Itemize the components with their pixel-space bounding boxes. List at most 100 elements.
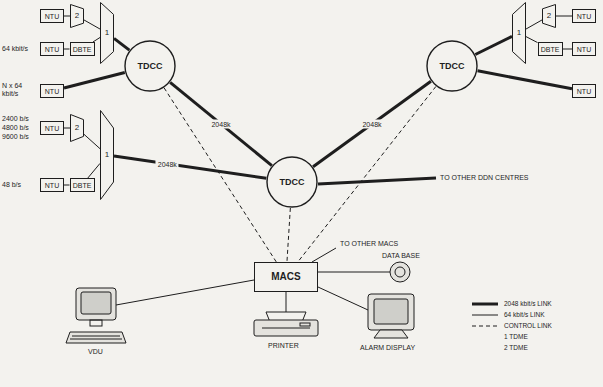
multiplexer: 1 xyxy=(100,2,114,64)
device-wire xyxy=(318,272,390,273)
legend-row: CONTROL LINK xyxy=(470,322,552,330)
link-rate-label: 2048k xyxy=(156,159,179,168)
node-label: TDCC xyxy=(280,178,305,187)
device-label: DATA BASE xyxy=(382,252,420,260)
node-label: MACS xyxy=(271,272,300,282)
legend-sample xyxy=(470,333,500,341)
ntu-box: NTU xyxy=(40,9,64,23)
trunk-link xyxy=(478,71,572,89)
trunk-link xyxy=(313,81,431,166)
link-rate-label: 2048k xyxy=(360,120,383,129)
data-link xyxy=(526,37,538,43)
device-label: VDU xyxy=(88,348,103,356)
ntu-box: NTU xyxy=(40,178,64,192)
node-label: NTU xyxy=(577,88,591,95)
node-label: NTU xyxy=(45,182,59,189)
exchange-circle: TDCC xyxy=(426,40,478,92)
data-link xyxy=(556,16,572,17)
legend-row: 2048 kbit/s LINK xyxy=(470,300,552,308)
node-label: 2 xyxy=(547,12,551,20)
destination-label: TO OTHER MACS xyxy=(340,240,398,248)
data-link xyxy=(526,20,542,29)
rate-label: 64 kbit/s xyxy=(2,45,28,53)
data-link xyxy=(84,134,100,148)
node-label: NTU xyxy=(45,88,59,95)
rate-label: 4800 b/s xyxy=(2,124,29,132)
ntu-box: NTU xyxy=(572,84,596,98)
legend-text: 64 kbit/s LINK xyxy=(504,312,544,319)
rate-label: 9600 b/s xyxy=(2,133,29,141)
trunk-link xyxy=(114,38,129,50)
multiplexer: 2 xyxy=(542,4,556,28)
trunk-link xyxy=(114,156,266,178)
ntu-box: NTU xyxy=(40,84,64,98)
node-label: 1 xyxy=(517,29,521,37)
trunk-link xyxy=(64,72,125,88)
node-label: NTU xyxy=(45,46,59,53)
node-label: DBTE xyxy=(541,46,560,53)
data-link xyxy=(84,20,100,29)
legend-text: CONTROL LINK xyxy=(504,323,552,330)
dbte-box: DBTE xyxy=(538,42,563,56)
data-link xyxy=(88,163,100,178)
control-link xyxy=(287,208,290,262)
node-label: 2 xyxy=(75,124,79,132)
device-wire xyxy=(116,280,254,305)
ntu-box: NTU xyxy=(572,9,596,23)
legend-sample xyxy=(470,300,500,308)
legend-text: 1 TDME xyxy=(504,334,528,341)
node-label: TDCC xyxy=(440,62,465,71)
device-label: PRINTER xyxy=(268,342,299,350)
dbte-box: DBTE xyxy=(70,178,95,192)
legend-sample xyxy=(470,344,500,352)
node-label: DBTE xyxy=(73,46,92,53)
ntu-box: NTU xyxy=(40,42,64,56)
alarm-display-device xyxy=(368,294,414,338)
node-label: 2 xyxy=(75,12,79,20)
node-label: NTU xyxy=(577,13,591,20)
multiplexer: 2 xyxy=(70,114,84,142)
trunk-line xyxy=(318,178,436,184)
node-label: DBTE xyxy=(73,182,92,189)
control-link xyxy=(164,88,276,262)
node-label: NTU xyxy=(45,13,59,20)
legend-sample xyxy=(470,322,500,330)
control-centre-box: MACS xyxy=(254,262,318,292)
legend-text: 2048 kbit/s LINK xyxy=(504,301,552,308)
node-label: TDCC xyxy=(138,62,163,71)
legend-row: 64 kbit/s LINK xyxy=(470,311,544,319)
link-rate-label: 2048k xyxy=(209,120,232,129)
leader-line xyxy=(312,248,336,262)
data-link xyxy=(64,128,70,129)
control-link xyxy=(298,86,436,262)
legend-row: 1 TDME xyxy=(470,333,528,341)
exchange-circle: TDCC xyxy=(124,40,176,92)
exchange-circle: TDCC xyxy=(266,156,318,208)
rate-label: N x 64 kbit/s xyxy=(2,82,38,98)
multiplexer: 2 xyxy=(70,4,84,28)
ntu-box: NTU xyxy=(40,121,64,135)
legend-sample xyxy=(470,311,500,319)
ntu-box: NTU xyxy=(572,42,596,56)
printer-device xyxy=(254,312,318,336)
dbte-box: DBTE xyxy=(70,42,95,56)
device-wire xyxy=(318,287,368,310)
rate-label: 2400 b/s xyxy=(2,115,29,123)
node-label: NTU xyxy=(45,125,59,132)
vdu-terminal xyxy=(66,288,126,343)
trunk-link xyxy=(475,36,512,54)
device-label: ALARM DISPLAY xyxy=(360,344,415,352)
node-label: NTU xyxy=(577,46,591,53)
destination-label: TO OTHER DDN CENTRES xyxy=(440,174,529,182)
legend-row: 2 TDME xyxy=(470,344,528,352)
multiplexer: 1 xyxy=(512,2,526,64)
multiplexer: 1 xyxy=(100,110,114,200)
legend-text: 2 TDME xyxy=(504,345,528,352)
node-label: 1 xyxy=(105,151,109,159)
rate-label: 48 b/s xyxy=(2,181,21,189)
node-label: 1 xyxy=(105,29,109,37)
data-link xyxy=(64,16,70,17)
database-symbol xyxy=(390,262,410,282)
data-link xyxy=(563,49,573,50)
trunk-link xyxy=(170,82,272,165)
